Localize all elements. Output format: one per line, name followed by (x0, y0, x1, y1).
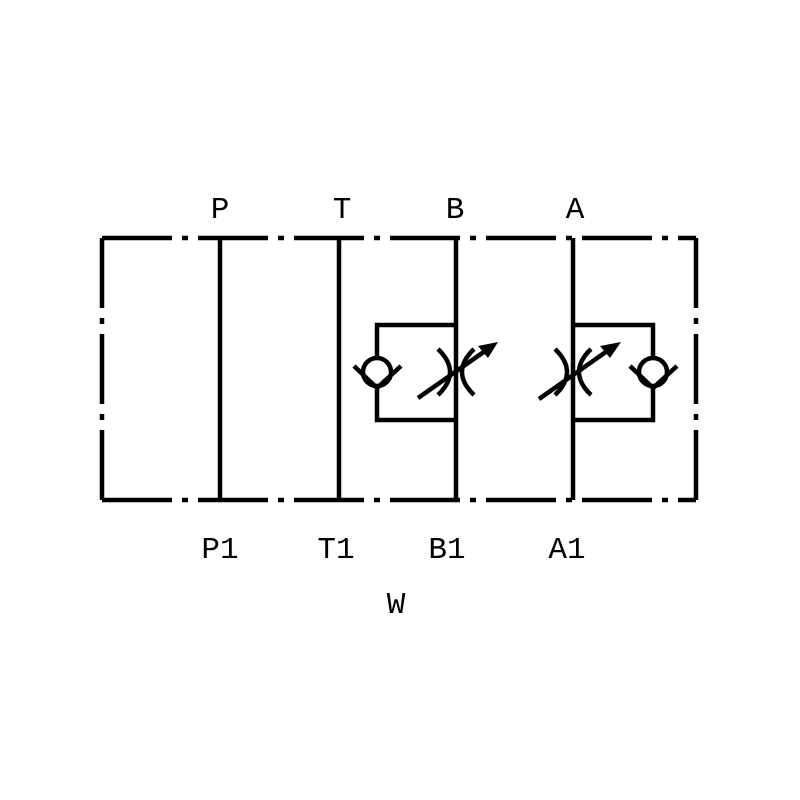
check-throttle-a (537, 322, 679, 423)
port-label-a: A (566, 193, 585, 228)
variant-label: W (387, 588, 406, 623)
check-valve-icon (628, 355, 679, 392)
port-label-a1: A1 (548, 533, 585, 568)
port-label-t: T (333, 193, 352, 228)
adjustable-throttle-icon (416, 342, 498, 400)
check-valve-icon (352, 355, 403, 392)
port-label-p: P (211, 193, 230, 228)
port-label-b: B (446, 193, 465, 228)
port-label-b1: B1 (428, 533, 465, 568)
adjustable-throttle-icon (537, 342, 621, 401)
port-label-p1: P1 (201, 533, 238, 568)
bypass-line-b (374, 322, 456, 423)
bypass-line-a (573, 322, 656, 423)
port-label-t1: T1 (317, 533, 354, 568)
enclosure-border (99, 235, 699, 503)
check-throttle-b (352, 322, 498, 423)
